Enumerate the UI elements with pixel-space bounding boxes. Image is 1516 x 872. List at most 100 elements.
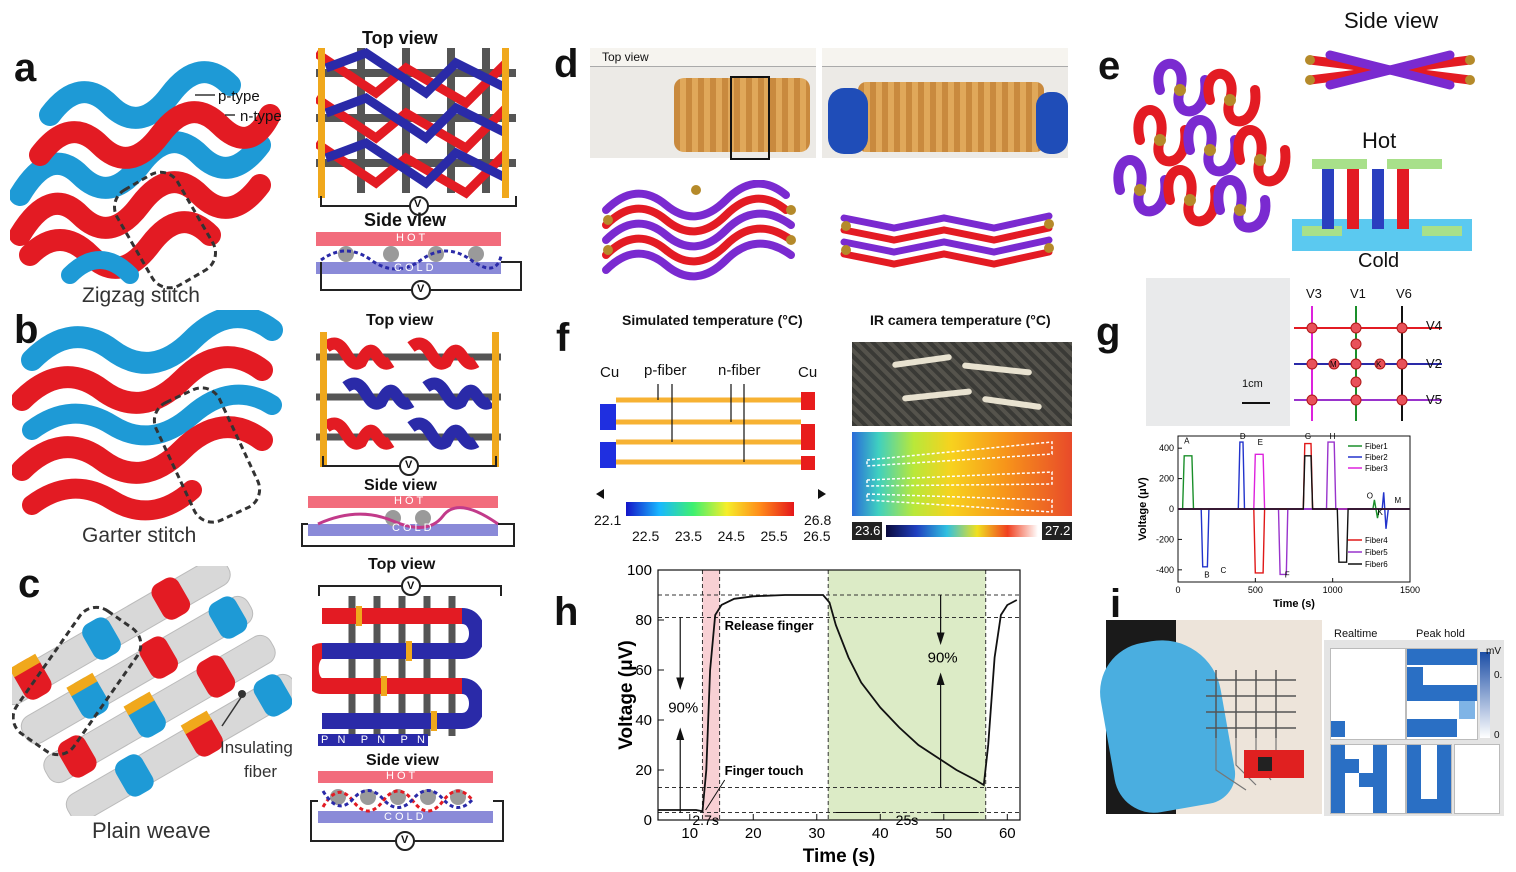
- sim-scale-max: 26.8: [804, 512, 832, 528]
- colorbar-unit: mV: [1486, 646, 1501, 657]
- b-top-view-title: Top view: [366, 312, 434, 329]
- series-line: [1178, 441, 1410, 568]
- peak-hold-label: Peak hold: [1416, 628, 1465, 640]
- peak-annotation: D: [1240, 432, 1246, 441]
- e-hot-label: Hot: [1362, 128, 1397, 153]
- knit-model-relaxed: [602, 180, 796, 281]
- a-side-view-title: Side view: [364, 210, 447, 230]
- scale-tick: 22.5: [632, 528, 660, 544]
- b-v-symbol: V: [405, 459, 413, 471]
- v-label-6: V6: [1396, 286, 1412, 301]
- scale-tick: 26.5: [803, 528, 831, 544]
- pn-label: P: [366, 192, 375, 204]
- e-side-view-model: [1305, 50, 1475, 90]
- release-finger-label: Release finger: [725, 618, 814, 633]
- c-top-circuit: [318, 576, 502, 596]
- rise-arrowhead-top: [676, 677, 685, 690]
- plain-weave-caption: Plain weave: [92, 818, 211, 843]
- colorbar-max: 0.: [1494, 670, 1503, 681]
- pn-label: P: [360, 734, 369, 746]
- y-tick-label: -400: [1156, 565, 1174, 575]
- peak-annotation: A: [1184, 437, 1190, 446]
- pn-label: P: [321, 734, 329, 746]
- y-tick-label: 40: [635, 712, 652, 729]
- pn-label: N: [343, 192, 352, 204]
- scale-tick: 24.5: [717, 528, 745, 544]
- pn-label: N: [380, 192, 389, 204]
- y-tick-label: 0: [1169, 504, 1174, 514]
- y-tick-label: -200: [1156, 534, 1174, 544]
- g-fabric-photo: [1146, 278, 1290, 426]
- sim-colorbar: [596, 489, 826, 516]
- plain-weave-illustration: [12, 566, 292, 816]
- c-side-view-diagram: [310, 771, 504, 851]
- c-pn-row: P N P N P N: [318, 734, 428, 746]
- sim-scale-ticks: 22.5 23.5 24.5 25.5 26.5: [632, 528, 831, 544]
- legend-label: Fiber3: [1365, 464, 1388, 473]
- v-label-4: V4: [1426, 318, 1442, 333]
- e-hot-cold-diagram: [1292, 159, 1472, 251]
- a-hot-label: HOT: [396, 232, 429, 244]
- garter-stitch-illustration: [12, 310, 283, 524]
- c-v-symbol: V: [407, 580, 415, 592]
- sim-temp-title: Simulated temperature (°C): [622, 312, 803, 328]
- a-top-circuit: [320, 196, 517, 216]
- rise-arrowhead-bottom: [676, 727, 685, 740]
- e-side-view-title: Side view: [1344, 8, 1439, 33]
- panel-label-e: e: [1098, 44, 1121, 88]
- garter-caption: Garter stitch: [82, 524, 197, 547]
- x-tick-label: 30: [808, 825, 825, 842]
- x-tick-label: 1500: [1400, 585, 1420, 595]
- panel-label-d: d: [554, 42, 579, 86]
- ir-fabric-photo: [852, 342, 1072, 426]
- b-top-circuit: [322, 456, 497, 476]
- ir-thermal-image: [852, 432, 1072, 516]
- i-heatmap-panel: [1324, 640, 1504, 816]
- zigzag-caption: Zigzag stitch: [82, 284, 200, 307]
- x-tick-label: 500: [1248, 585, 1263, 595]
- p-type-label: p-type: [218, 88, 260, 105]
- y-tick-label: 80: [635, 612, 652, 629]
- n-fiber-label: n-fiber: [718, 362, 761, 379]
- node-label-k: K: [1376, 360, 1382, 369]
- cu-right-label: Cu: [798, 364, 818, 381]
- a-v-symbol: V: [414, 198, 422, 210]
- y-tick-label: 400: [1159, 443, 1174, 453]
- legend-label: Fiber1: [1365, 442, 1388, 451]
- v-label-3: V3: [1306, 286, 1322, 301]
- c-side-v-symbol: V: [401, 834, 409, 846]
- b-hot-label: HOT: [394, 495, 427, 507]
- c-top-view-title: Top view: [368, 556, 436, 573]
- peak-annotation: H: [1330, 432, 1336, 441]
- fiber-label: fiber: [244, 762, 278, 781]
- x-tick-label: 1000: [1323, 585, 1343, 595]
- shaded-region: [828, 570, 986, 820]
- series-line: [658, 594, 1018, 813]
- a-cold-label: COLD: [394, 262, 437, 274]
- panel-label-h: h: [554, 590, 579, 634]
- sim-temperature-diagram: [600, 384, 815, 470]
- pn-label: P: [330, 192, 338, 204]
- pn-label: N: [377, 734, 386, 746]
- e-3d-model: [1113, 58, 1291, 233]
- c-cold-label: COLD: [384, 811, 427, 823]
- pn-label: P: [403, 192, 411, 204]
- panel-label-c: c: [18, 562, 41, 606]
- cu-left-label: Cu: [600, 364, 620, 381]
- fall-arrowhead-top: [936, 632, 945, 645]
- c-side-view-title: Side view: [366, 752, 439, 769]
- x-tick-label: 60: [999, 825, 1016, 842]
- fall-percent-label: 90%: [928, 650, 958, 667]
- panel-label-f: f: [556, 316, 570, 360]
- e-cold-label: Cold: [1358, 250, 1400, 272]
- panel-label-g: g: [1096, 310, 1121, 354]
- ir-scale-max: 27.2: [1045, 523, 1071, 538]
- peak-annotation: E: [1258, 438, 1263, 447]
- finger-touch-pointer: [705, 779, 726, 811]
- scale-tick: 25.5: [760, 528, 788, 544]
- y-tick-label: 100: [627, 562, 652, 579]
- sim-scale-min: 22.1: [594, 512, 622, 528]
- fall-arrowhead-bottom: [936, 672, 945, 685]
